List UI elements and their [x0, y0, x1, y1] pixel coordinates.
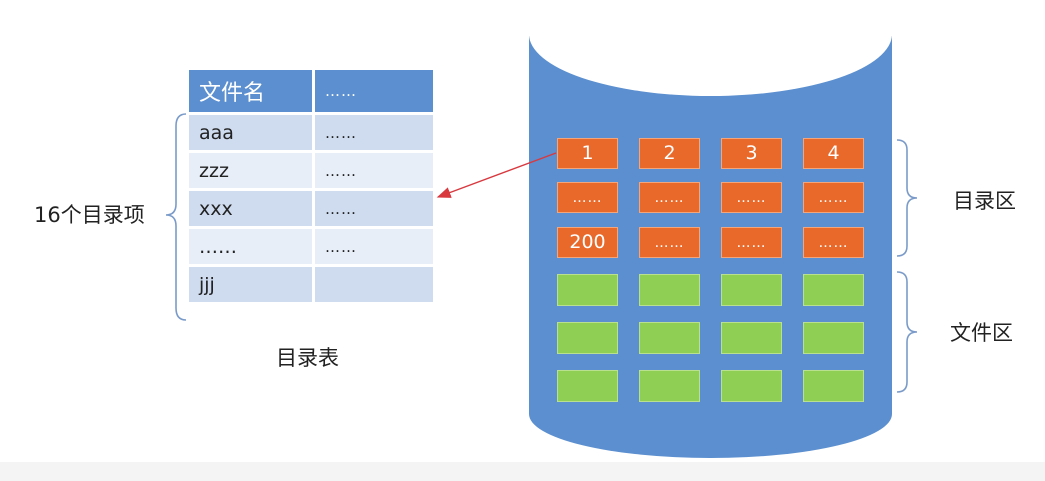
dir-block: ……	[721, 227, 782, 258]
row-other: ……	[315, 188, 436, 226]
row-filename: zzz	[189, 150, 315, 188]
dir-block: 200	[557, 227, 618, 258]
file-block	[557, 370, 618, 402]
file-block	[639, 370, 700, 402]
bottom-band	[0, 462, 1045, 481]
table-row: xxx ……	[189, 188, 436, 226]
file-block	[639, 274, 700, 306]
row-filename: xxx	[189, 188, 315, 226]
file-block	[721, 322, 782, 354]
dir-block: 4	[803, 138, 864, 169]
row-other: ……	[315, 226, 436, 264]
file-block	[721, 370, 782, 402]
dir-block: ……	[639, 227, 700, 258]
file-block	[557, 322, 618, 354]
dir-block: 2	[639, 138, 700, 169]
row-filename: ……	[189, 226, 315, 264]
directory-area-brace	[896, 139, 918, 257]
table-header-row: 文件名 ……	[189, 70, 436, 112]
row-other	[315, 264, 436, 302]
file-block	[803, 322, 864, 354]
table-row: aaa ……	[189, 112, 436, 150]
dir-block: 3	[721, 138, 782, 169]
directory-table: 文件名 …… aaa …… zzz …… xxx …… …… …… jjj	[189, 70, 436, 302]
row-other: ……	[315, 112, 436, 150]
entry-count-label: 16个目录项	[34, 203, 145, 227]
directory-area-label: 目录区	[953, 189, 1016, 213]
disk-top-curve	[529, 0, 892, 96]
table-caption: 目录表	[276, 346, 339, 370]
file-area-label: 文件区	[950, 321, 1013, 345]
dir-block: ……	[803, 227, 864, 258]
table-row: zzz ……	[189, 150, 436, 188]
table-row: …… ……	[189, 226, 436, 264]
file-area-brace	[896, 271, 918, 393]
dir-block: ……	[557, 182, 618, 213]
file-block	[557, 274, 618, 306]
dir-block: 1	[557, 138, 618, 169]
dir-block: ……	[803, 182, 864, 213]
table-rows-brace	[165, 113, 187, 321]
dir-block: ……	[721, 182, 782, 213]
file-block	[803, 370, 864, 402]
table-row: jjj	[189, 264, 436, 302]
file-block	[721, 274, 782, 306]
row-filename: jjj	[189, 264, 315, 302]
row-other: ……	[315, 150, 436, 188]
header-other: ……	[315, 70, 436, 112]
dir-block: ……	[639, 182, 700, 213]
file-block	[803, 274, 864, 306]
header-filename: 文件名	[189, 70, 315, 112]
row-filename: aaa	[189, 112, 315, 150]
file-block	[639, 322, 700, 354]
